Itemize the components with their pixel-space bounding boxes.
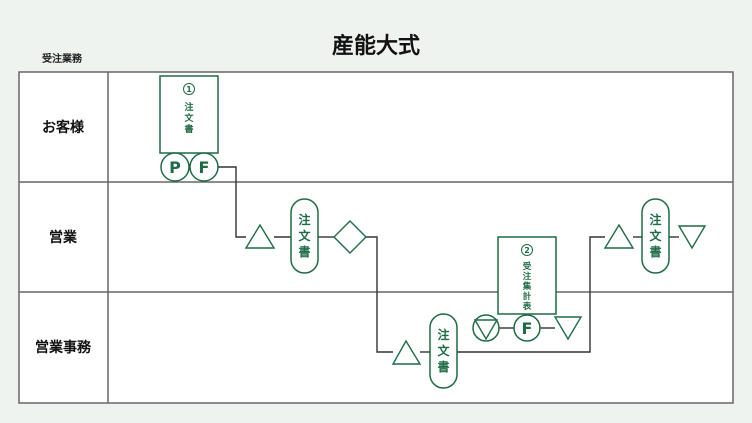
capsule-char: 文 bbox=[437, 343, 450, 358]
flow-line bbox=[457, 236, 605, 353]
doc-char: 表 bbox=[522, 301, 532, 312]
flow-line bbox=[366, 236, 393, 353]
doc-char: 文 bbox=[183, 112, 194, 124]
badge-p-icon bbox=[160, 152, 190, 182]
document-number: 1 bbox=[186, 85, 192, 94]
capsule-char: 書 bbox=[298, 244, 310, 259]
diagram-subtitle: 受注業務 bbox=[42, 54, 82, 65]
page-title: 産能大式 bbox=[331, 34, 420, 59]
triangle-up-icon bbox=[603, 223, 635, 249]
triangle-up-icon bbox=[391, 339, 422, 365]
flow-line bbox=[218, 166, 246, 238]
triangle-down-icon bbox=[677, 225, 707, 250]
doc-char: 注 bbox=[523, 271, 532, 282]
lane-label-sales-office: 営業事務 bbox=[35, 339, 92, 356]
document-box bbox=[497, 236, 557, 315]
capsule-order-form[interactable]: 注 文 書 bbox=[429, 313, 458, 389]
capsule-char: 書 bbox=[437, 359, 449, 374]
capsule-order-form[interactable]: 注 文 書 bbox=[641, 198, 670, 274]
flow-lines bbox=[218, 166, 679, 353]
capsule-char: 文 bbox=[649, 228, 662, 243]
capsule-char: 注 bbox=[298, 212, 310, 227]
capsule-char: 文 bbox=[298, 228, 311, 243]
capsule-char: 注 bbox=[437, 327, 449, 342]
document-number: 2 bbox=[524, 246, 530, 255]
lane-label-customer: お客様 bbox=[42, 119, 85, 136]
triangle-up-icon bbox=[244, 223, 276, 249]
decision-diamond-icon[interactable] bbox=[333, 220, 367, 254]
doc-char: 計 bbox=[523, 291, 532, 302]
document-box bbox=[159, 75, 219, 154]
doc-char: 集 bbox=[522, 281, 532, 292]
capsule-char: 注 bbox=[649, 212, 661, 227]
triangle-down-icon bbox=[553, 316, 583, 341]
doc-char: 注 bbox=[184, 101, 193, 113]
capsule-order-form[interactable]: 注 文 書 bbox=[290, 198, 319, 274]
storage-badge-icon bbox=[472, 314, 500, 342]
badge-f-label: F bbox=[522, 319, 533, 338]
doc-char: 受 bbox=[523, 261, 532, 272]
capsule-char: 書 bbox=[649, 244, 661, 259]
badge-p-label: P bbox=[169, 158, 181, 177]
badge-f-icon bbox=[513, 314, 541, 342]
badge-f-icon bbox=[189, 152, 219, 182]
doc-char: 書 bbox=[184, 123, 193, 135]
document-order-summary[interactable]: 2 受 注 集 計 表 bbox=[497, 236, 557, 315]
document-order-form[interactable]: 1 注 文 書 P F bbox=[159, 75, 219, 182]
lane-label-sales: 営業 bbox=[49, 229, 78, 246]
badge-f-label: F bbox=[199, 158, 210, 177]
